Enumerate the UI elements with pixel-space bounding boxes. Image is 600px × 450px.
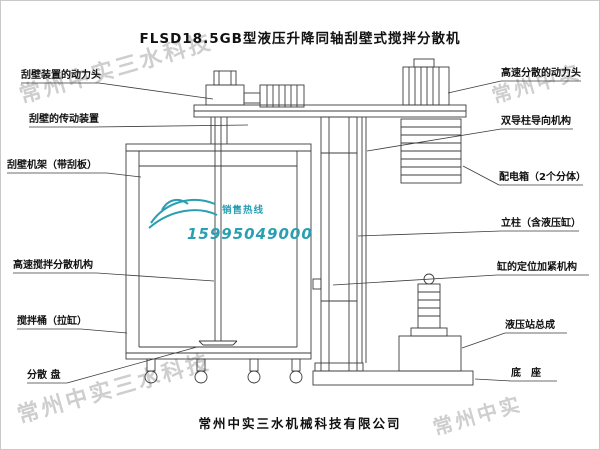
base-plate xyxy=(312,370,474,386)
casters xyxy=(144,358,303,384)
label-base: 底 座 xyxy=(511,368,541,379)
crossbeam xyxy=(193,104,467,118)
label-scraper-power-head: 刮壁装置的动力头 xyxy=(21,70,101,81)
leader-lines xyxy=(7,80,589,384)
label-disperse-disc: 分散 盘 xyxy=(27,370,61,381)
label-distribution-box: 配电箱（2个分体） xyxy=(499,172,586,183)
label-column: 立柱（含液压缸） xyxy=(501,218,581,229)
scraper-frame xyxy=(138,151,298,348)
column xyxy=(312,116,367,372)
label-disperser-mechanism: 高速搅拌分散机构 xyxy=(13,260,93,271)
label-disperser-power-head: 高速分散的动力头 xyxy=(501,68,581,79)
label-clamp-mechanism: 缸的定位加紧机构 xyxy=(497,262,577,273)
distribution-box xyxy=(400,118,462,184)
hotline-label: 销售热线 xyxy=(222,205,265,216)
hotline-number: 15995049000 xyxy=(187,225,313,243)
hydraulic-station xyxy=(398,335,462,372)
mixing-tank xyxy=(125,143,312,360)
company-name: 常州中实三水机械科技有限公司 xyxy=(198,416,402,431)
label-scraper-transmission: 刮壁的传动装置 xyxy=(29,114,99,125)
hydraulic-motor xyxy=(410,273,448,337)
label-hydraulic-station: 液压站总成 xyxy=(505,320,555,331)
drive-motor xyxy=(243,84,305,108)
label-guide-mechanism: 双导柱导向机构 xyxy=(501,116,571,127)
mixing-shaft xyxy=(198,117,238,346)
disperser-power-head xyxy=(402,58,450,106)
scraper-power-head xyxy=(205,70,245,106)
page-title: FLSD18.5GB型液压升降同轴刮壁式搅拌分散机 xyxy=(139,31,461,47)
label-scraper-frame: 刮壁机架（带刮板） xyxy=(7,160,97,171)
swoosh-icon xyxy=(148,198,218,229)
label-mixing-barrel: 搅拌桶（拉缸） xyxy=(17,316,87,327)
